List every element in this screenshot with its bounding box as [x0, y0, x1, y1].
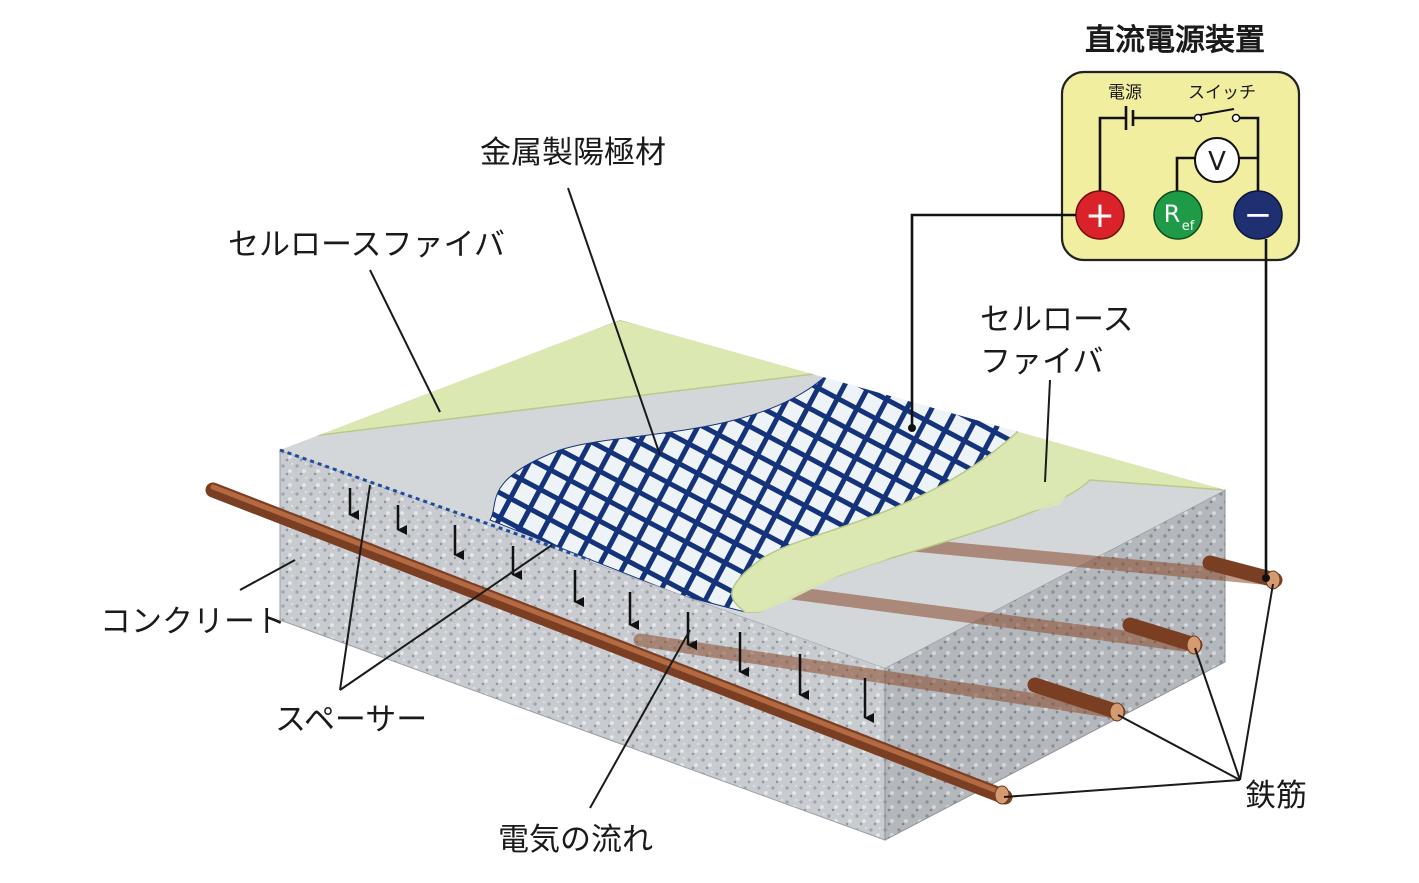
cellulose-left-label: セルロースファイバ	[228, 227, 505, 263]
rebar-front	[205, 482, 1013, 805]
cellulose-right-label-2: ファイバ	[980, 344, 1103, 380]
ref-main: R	[1164, 200, 1181, 228]
spacer-label: スペーサー	[275, 702, 427, 738]
minus-symbol: −	[1244, 195, 1273, 235]
anode-wire	[910, 213, 1076, 428]
switch-label: スイッチ	[1188, 83, 1256, 103]
voltmeter-icon	[1194, 137, 1240, 183]
current-flow-label: 電気の流れ	[498, 822, 653, 858]
anode-label: 金属製陽極材	[480, 135, 666, 171]
leader-lines	[239, 187, 1274, 809]
voltmeter-label: V	[1208, 147, 1226, 177]
current-arrows	[348, 488, 874, 723]
cellulose-right-label-1: セルロース	[980, 302, 1133, 338]
minus-terminal-icon	[1233, 190, 1283, 240]
source-label: 電源	[1108, 83, 1142, 103]
dc-power-supply: 電源 スイッチ V + R ef −	[1060, 70, 1301, 262]
ref-terminal-icon	[1153, 190, 1203, 240]
ref-sub: ef	[1182, 219, 1195, 234]
cellulose-fiber-right-top	[745, 420, 1090, 612]
power-supply-title: 直流電源装置	[1085, 23, 1265, 58]
concrete-label: コンクリート	[100, 604, 286, 640]
switch-icon	[1193, 113, 1203, 123]
plus-symbol: +	[1085, 195, 1115, 236]
spacer-strip	[279, 448, 591, 562]
rebar-label: 鉄筋	[1245, 778, 1307, 814]
